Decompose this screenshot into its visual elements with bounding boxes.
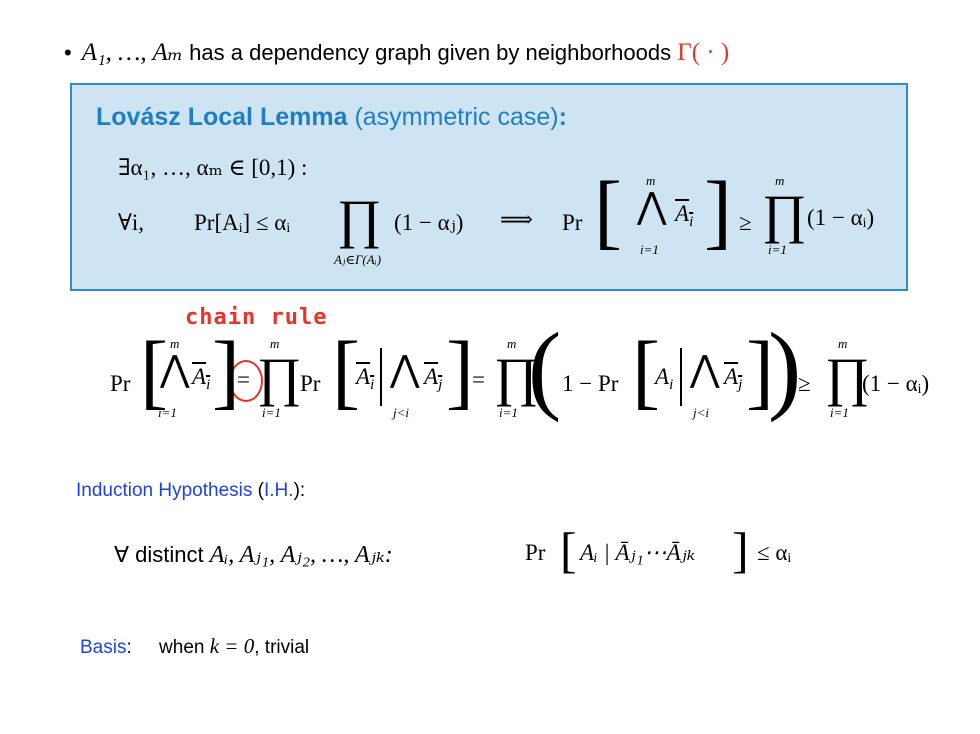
lemma-title-bold: Lovász Local Lemma xyxy=(96,103,348,131)
chain-a-i: Ai xyxy=(655,364,674,393)
ih-pr: Pr xyxy=(525,540,546,565)
product-symbol: ∏ xyxy=(337,189,382,249)
basis-trivial: , trivial xyxy=(254,637,310,658)
induction-label-abbrev: I.H. xyxy=(264,480,294,501)
chain-conditional-bar-1 xyxy=(380,348,382,406)
chain-prod3-superscript: m xyxy=(838,336,848,351)
bullet-icon: • xyxy=(64,40,72,65)
chain-left-bracket-2: [ xyxy=(332,325,360,418)
ih-left-bracket: [ xyxy=(560,522,577,578)
chain-left-bracket-3: [ xyxy=(632,325,660,418)
basis-colon: : xyxy=(126,637,132,658)
ih-right-bracket: ] xyxy=(732,522,749,578)
chain-wedge-subscript: i=1 xyxy=(158,405,177,420)
lemma-exists-line: ∃α₁, …, αₘ ∈ [0,1) : xyxy=(118,155,308,180)
chain-prod2-subscript: i=1 xyxy=(499,405,518,420)
big-wedge-symbol: ⋀ xyxy=(637,186,667,226)
forall-distinct: ∀ distinct xyxy=(114,542,204,567)
chain-rule-circle xyxy=(229,360,263,402)
chain-prod3-symbol: ∏ xyxy=(825,347,870,407)
induction-label: Induction Hypothesis (I.H.): xyxy=(76,480,305,502)
ih-rhs: ≤ αᵢ xyxy=(757,540,792,565)
implies-symbol: ⟹ xyxy=(500,207,533,232)
product2-subscript: i=1 xyxy=(768,242,787,257)
chain-prod2-superscript: m xyxy=(507,336,517,351)
product2-symbol: ∏ xyxy=(762,184,807,244)
induction-formula: ∀ distinct Aᵢ, Aⱼ₁, Aⱼ₂, …, Aⱼₖ: xyxy=(114,540,393,569)
chain-prod1-symbol: ∏ xyxy=(257,347,302,407)
gamma-symbol: Γ( · ) xyxy=(677,39,730,66)
chain-one-minus-pr: 1 − Pr xyxy=(562,371,619,396)
chain-a-bar-i-2: Ai xyxy=(356,364,375,393)
chain-wedge-3-subscript: j<i xyxy=(693,405,709,420)
bullet-line: • A₁, …, Aₘ has a dependency graph given … xyxy=(64,38,729,68)
induction-label-open: ( xyxy=(257,480,264,501)
right-bracket: ] xyxy=(704,165,732,258)
chain-a-bar-j-1: Aj xyxy=(424,364,443,393)
chain-left-bracket-1: [ xyxy=(140,325,168,418)
chain-pr-2: Pr xyxy=(300,371,321,396)
lemma-pr-ai: Pr[Aᵢ] ≤ αᵢ xyxy=(194,210,291,235)
chain-eq-2: = xyxy=(472,367,485,392)
chain-wedge-2-subscript: j<i xyxy=(393,405,409,420)
wedge-subscript: i=1 xyxy=(640,242,659,257)
basis-label: Basis xyxy=(80,637,127,658)
chain-wedge-3: ⋀ xyxy=(690,349,720,389)
chain-right-bracket-2: ] xyxy=(446,325,474,418)
induction-label-text: Induction Hypothesis xyxy=(76,480,253,501)
ih-events: Aᵢ, Aⱼ₁, Aⱼ₂, …, Aⱼₖ: xyxy=(209,542,393,568)
chain-prod3-subscript: i=1 xyxy=(830,405,849,420)
lemma-one-minus-aj: (1 − αⱼ) xyxy=(394,210,464,235)
chain-right-bracket-1: ] xyxy=(212,325,240,418)
chain-a-bar-j-2: Aj xyxy=(724,364,743,393)
chain-rule-note: chain rule xyxy=(185,305,328,330)
product-subscript: Aⱼ∈Γ(Aᵢ) xyxy=(334,252,382,267)
chain-wedge-2: ⋀ xyxy=(390,349,420,389)
basis-when: when xyxy=(159,637,205,658)
chain-prod1-subscript: i=1 xyxy=(262,405,281,420)
basis-line: Basis: when k = 0, trivial xyxy=(80,634,309,659)
chain-prod1-superscript: m xyxy=(270,336,280,351)
induction-label-close: ): xyxy=(293,480,306,501)
lemma-box: Lovász Local Lemma (asymmetric case): ∃α… xyxy=(70,83,908,291)
wedge-superscript: m xyxy=(646,173,656,188)
chain-wedge-superscript: m xyxy=(170,336,180,351)
chain-geq: ≥ xyxy=(798,371,811,396)
lemma-pr: Pr xyxy=(562,210,583,235)
a-bar-i: Ai xyxy=(675,201,694,230)
product2-superscript: m xyxy=(775,173,785,188)
chain-eq-1: = xyxy=(237,367,250,392)
lemma-one-minus-ai: (1 − αᵢ) xyxy=(807,205,875,230)
left-bracket: [ xyxy=(594,165,622,258)
ih-conditional: Aᵢ | Āⱼ₁⋯Āⱼₖ xyxy=(580,540,696,565)
chain-pr-1: Pr xyxy=(110,371,131,396)
basis-k-eq-0: k = 0 xyxy=(209,634,255,658)
chain-wedge-symbol: ⋀ xyxy=(160,349,190,389)
chain-right-paren: ) xyxy=(768,312,802,423)
chain-left-paren: ( xyxy=(528,312,562,423)
chain-one-minus-ai: (1 − αᵢ) xyxy=(862,371,930,396)
lemma-title-paren: (asymmetric case) xyxy=(354,103,559,131)
lemma-title-colon: : xyxy=(558,103,567,131)
events-list: A₁, …, Aₘ xyxy=(81,39,184,66)
lemma-title: Lovász Local Lemma (asymmetric case): xyxy=(96,103,567,132)
lemma-forall: ∀i, xyxy=(118,210,145,235)
lemma-geq: ≥ xyxy=(739,210,752,235)
chain-a-bar-i-1: Ai xyxy=(192,364,211,393)
chain-prod2-symbol: ∏ xyxy=(494,347,539,407)
bullet-text: has a dependency graph given by neighbor… xyxy=(189,40,672,65)
chain-right-bracket-3: ] xyxy=(746,325,774,418)
chain-conditional-bar-2 xyxy=(680,348,682,406)
